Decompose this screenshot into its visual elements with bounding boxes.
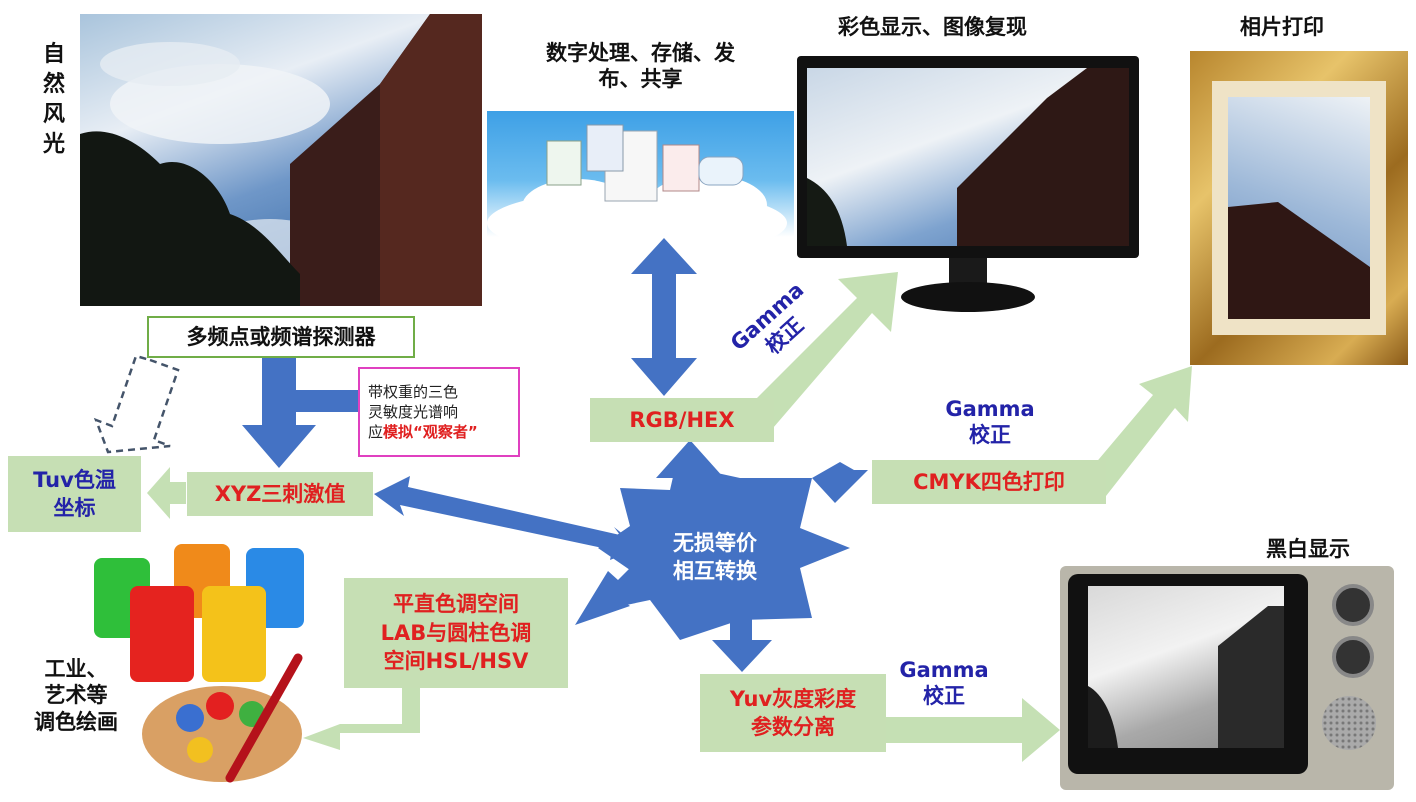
label-industry: 工业、 艺术等 调色绘画 bbox=[6, 656, 146, 735]
label-color-display: 彩色显示、图像复现 bbox=[838, 15, 1027, 39]
nature-photo-drawing bbox=[80, 14, 482, 306]
gamma-label-cmyk: Gamma 校正 bbox=[930, 396, 1050, 449]
paint-can-red bbox=[130, 586, 194, 682]
arrow-center-to-yuv bbox=[712, 608, 772, 672]
yuv-box: Yuv灰度彩度 参数分离 bbox=[700, 674, 886, 752]
trees bbox=[807, 178, 847, 246]
photo-image-drawing bbox=[1228, 202, 1370, 319]
gamma-correction: 校正 bbox=[969, 423, 1011, 448]
building bbox=[1218, 606, 1284, 748]
label-digital: 数字处理、存储、发布、共享 bbox=[546, 41, 735, 92]
paint-brush bbox=[225, 653, 303, 783]
arrow-detector-to-xyz bbox=[242, 358, 316, 468]
monitor-neck bbox=[949, 258, 987, 284]
bw-television bbox=[1060, 566, 1394, 790]
tuv-box: Tuv色温 坐标 bbox=[8, 456, 141, 532]
label-bw-display: 黑白显示 bbox=[1266, 537, 1350, 561]
digital-cloud-drawing bbox=[487, 124, 787, 237]
color-monitor bbox=[797, 56, 1139, 318]
label-nature: 自然风光 bbox=[42, 42, 65, 157]
paint-illustration bbox=[94, 544, 304, 783]
arrow-cmyk-to-photo bbox=[1083, 366, 1192, 496]
arrow-xyz-center-bidirectional bbox=[374, 476, 640, 560]
photo-image bbox=[1228, 97, 1370, 319]
building bbox=[957, 68, 1129, 246]
center-line: 相互转换 bbox=[673, 559, 757, 583]
arrow-rgb-to-display bbox=[751, 272, 898, 428]
trees bbox=[1088, 686, 1118, 748]
tv-screen bbox=[1088, 586, 1284, 748]
label-industry-line: 工业、 bbox=[44, 657, 108, 681]
nature-photo bbox=[80, 14, 482, 306]
palette-color bbox=[187, 737, 213, 763]
excel-doc-icon bbox=[546, 140, 582, 186]
arrow-center-to-cmyk bbox=[812, 462, 868, 503]
arrow-digital-rgb-bidirectional bbox=[631, 238, 697, 396]
building bbox=[1228, 202, 1370, 319]
chat-icon bbox=[698, 156, 744, 186]
tuv-line: 坐标 bbox=[53, 496, 96, 520]
gamma-word: Gamma bbox=[945, 397, 1035, 421]
weights-line: 灵敏度光谱响 bbox=[368, 402, 459, 421]
gamma-word: Gamma bbox=[899, 658, 989, 682]
digital-cloud-image bbox=[487, 111, 794, 237]
palette-color bbox=[206, 692, 234, 720]
weights-line: 带权重的三色 bbox=[368, 382, 459, 401]
tv-screen-drawing bbox=[1088, 606, 1284, 748]
weights-prefix: 应 bbox=[368, 423, 384, 442]
arrow-weights-to-stem bbox=[296, 390, 358, 412]
lab-line: 平直色调空间 bbox=[393, 592, 519, 617]
weights-box: 带权重的三色 灵敏度光谱响 应模拟“观察者” bbox=[358, 367, 520, 457]
lab-line: 空间HSL/HSV bbox=[383, 649, 529, 674]
cmyk-box: CMYK四色打印 bbox=[872, 460, 1106, 504]
label-industry-line: 调色绘画 bbox=[34, 709, 118, 734]
detector-box: 多频点或频谱探测器 bbox=[147, 316, 415, 358]
monitor-base bbox=[901, 282, 1035, 312]
pdf-doc-icon bbox=[662, 144, 700, 192]
gamma-label-yuv: Gamma 校正 bbox=[884, 657, 1004, 710]
cloud bbox=[100, 42, 240, 86]
label-industry-line: 艺术等 bbox=[44, 683, 108, 708]
arrow-dashed-detector-to-tuv bbox=[93, 354, 180, 454]
tv-speaker bbox=[1322, 696, 1376, 750]
monitor-screen bbox=[807, 68, 1129, 246]
tv-knob bbox=[1332, 636, 1374, 678]
center-exchange-shape bbox=[598, 464, 850, 640]
center-line: 无损等价 bbox=[673, 530, 757, 555]
yuv-line: Yuv灰度彩度 bbox=[729, 686, 857, 711]
paint-can-yellow bbox=[202, 586, 266, 682]
weights-highlight: 模拟“观察者” bbox=[383, 423, 478, 442]
word-doc-icon bbox=[586, 124, 624, 172]
label-photo-print: 相片打印 bbox=[1240, 15, 1324, 39]
trees bbox=[80, 131, 300, 306]
xyz-box: XYZ三刺激值 bbox=[187, 472, 373, 516]
building-face bbox=[380, 14, 482, 306]
palette-color bbox=[176, 704, 204, 732]
arrow-lab-to-painting bbox=[303, 688, 420, 750]
rgb-box: RGB/HEX bbox=[590, 398, 774, 442]
tuv-line: Tuv色温 bbox=[33, 467, 116, 492]
lab-line: LAB与圆柱色调 bbox=[380, 620, 532, 645]
center-label: 无损等价 相互转换 bbox=[640, 522, 790, 592]
arrow-yuv-to-bw bbox=[886, 698, 1060, 762]
gamma-correction: 校正 bbox=[923, 684, 965, 709]
framed-photo bbox=[1190, 51, 1408, 365]
arrow-xyz-to-tuv bbox=[147, 467, 186, 519]
monitor-screen-drawing bbox=[807, 68, 1129, 246]
tv-knob bbox=[1332, 584, 1374, 626]
lab-box: 平直色调空间 LAB与圆柱色调 空间HSL/HSV bbox=[344, 578, 568, 688]
weights-line: 应模拟“观察者” bbox=[368, 422, 478, 442]
yuv-line: 参数分离 bbox=[751, 715, 835, 739]
